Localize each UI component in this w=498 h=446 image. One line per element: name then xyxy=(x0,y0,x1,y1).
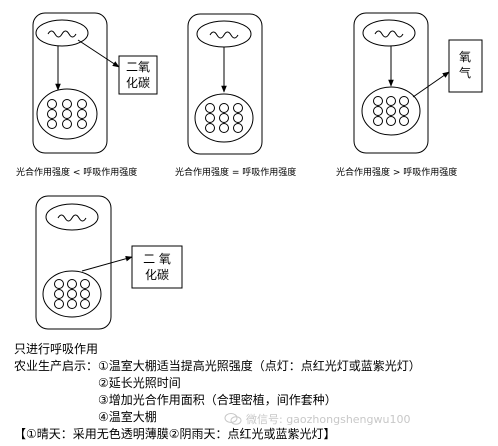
notes-prefix: 农业生产启示： xyxy=(14,359,99,373)
watermark: 微信号: gaozhongshengwu100 xyxy=(224,411,410,427)
chloroplast xyxy=(45,203,99,231)
wechat-icon xyxy=(224,413,242,425)
arrow-out xyxy=(77,39,120,68)
mitochondrion-cristae xyxy=(205,103,243,133)
cell-3: 氧气 xyxy=(353,12,483,154)
chloroplast xyxy=(196,20,252,48)
caption-cell-1: 光合作用强度 < 呼吸作用强度 xyxy=(16,168,138,178)
box-label: 氧气 xyxy=(459,50,471,80)
mitochondrion xyxy=(42,270,102,318)
mitochondrion xyxy=(194,93,254,143)
arrow-out xyxy=(81,256,133,272)
notes-title: 只进行呼吸作用 xyxy=(14,342,99,356)
arrow-out xyxy=(412,71,450,98)
mitochondrion xyxy=(36,88,98,140)
notes-bottom: 【①晴天：采用无色透明薄膜②阴雨天：点红光或蓝紫光灯】 xyxy=(14,427,336,441)
notes-block: 只进行呼吸作用 农业生产启示：①温室大棚适当提高光照强度（点灯：点红光灯或蓝紫光… xyxy=(14,341,421,443)
cell-2 xyxy=(187,13,263,155)
label-box xyxy=(131,245,183,289)
caption-cell-3: 光合作用强度 > 呼吸作用强度 xyxy=(336,168,458,178)
mitochondrion-cristae xyxy=(54,279,90,309)
chloroplast xyxy=(35,19,89,47)
notes-item-1: 农业生产启示：①温室大棚适当提高光照强度（点灯：点红光灯或蓝紫光灯） xyxy=(14,358,421,375)
chloroplast-wave xyxy=(374,30,404,38)
chloroplast-wave xyxy=(57,214,87,222)
mitochondrion xyxy=(361,86,421,136)
notes-item-4: ④温室大棚 xyxy=(98,410,157,424)
caption-cell-2: 光合作用强度 = 呼吸作用强度 xyxy=(175,168,297,178)
cell-1: 二氧化碳 xyxy=(32,12,158,154)
chloroplast-wave xyxy=(47,30,77,38)
box-label: 二 氧化碳 xyxy=(143,252,171,282)
notes-item-3: ③增加光合作用面积（合理密植，间作套种） xyxy=(98,393,337,407)
mitochondrion-cristae xyxy=(47,99,87,129)
notes-item-2: ②延长光照时间 xyxy=(98,376,181,390)
cell-4: 二 氧化碳 xyxy=(35,195,183,330)
chloroplast xyxy=(362,19,416,47)
mitochondrion-cristae xyxy=(373,96,409,126)
notes-item-text: ①温室大棚适当提高光照强度（点灯：点红光灯或蓝紫光灯） xyxy=(98,359,421,373)
label-box xyxy=(448,39,483,93)
chloroplast-wave xyxy=(209,31,239,39)
cell-outline xyxy=(353,12,429,154)
cell-outline xyxy=(187,13,263,155)
watermark-text: 微信号: gaozhongshengwu100 xyxy=(246,413,411,426)
cell-outline xyxy=(32,12,108,154)
box-label: 二氧化碳 xyxy=(126,60,150,90)
label-box xyxy=(118,55,158,95)
